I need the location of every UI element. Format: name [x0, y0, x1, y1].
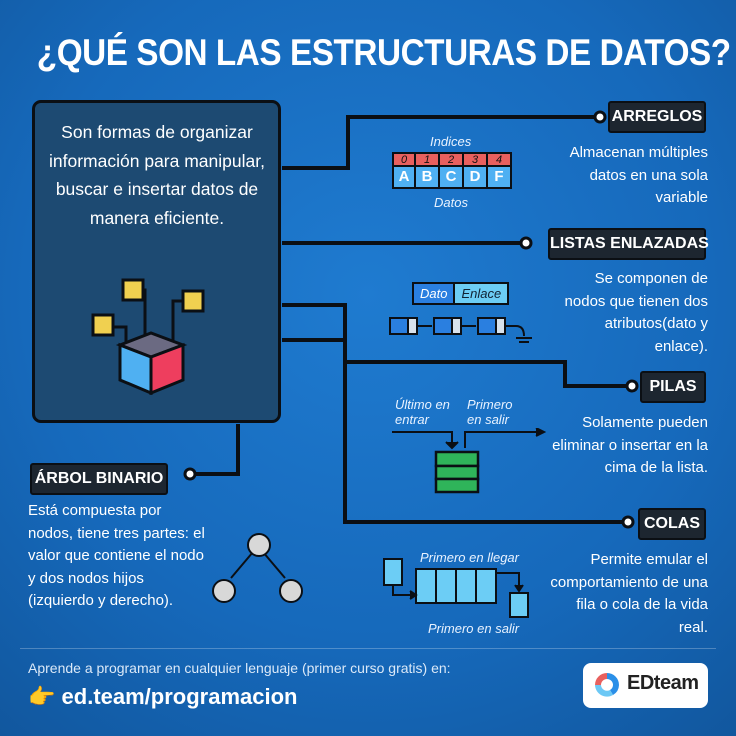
- line-arreglos: [282, 115, 600, 170]
- footer-link-row[interactable]: 👉 ed.team/programacion: [28, 684, 297, 710]
- stack-diagram: [392, 428, 547, 494]
- array-diagram: 0 1 2 3 4 A B C D F: [392, 152, 512, 189]
- dato-cell: Dato: [414, 284, 454, 303]
- pointing-hand-icon: 👉: [28, 684, 56, 709]
- listas-label: LISTAS ENLAZADAS: [548, 228, 709, 260]
- data-cell: D: [464, 167, 488, 189]
- index-cell: 4: [488, 152, 512, 167]
- page-title: ¿QUÉ SON LAS ESTRUCTURAS DE DATOS?: [36, 32, 731, 73]
- line-colas: [282, 338, 628, 524]
- index-cell: 0: [392, 152, 416, 167]
- footer-divider: [20, 648, 716, 649]
- footer-cta: Aprende a programar en cualquier lenguaj…: [28, 660, 451, 676]
- colas-desc: Permite emular el comportamiento de una …: [550, 551, 708, 636]
- queue-out-label: Primero en salir: [428, 621, 520, 636]
- data-cell: A: [392, 167, 416, 189]
- data-cell: C: [440, 167, 464, 189]
- stack-out-label: Primero en salir: [467, 397, 513, 427]
- arreglos-label: ARREGLOS: [608, 101, 706, 133]
- index-cell: 3: [464, 152, 488, 167]
- footer-link[interactable]: ed.team/programacion: [61, 684, 298, 709]
- edteam-logo-text: EDteam: [627, 672, 699, 694]
- binary-tree-icon: [212, 533, 303, 603]
- arbol-label: ÁRBOL BINARIO: [30, 463, 168, 495]
- enlace-cell: Enlace: [453, 284, 508, 303]
- line-arbol: [194, 424, 240, 476]
- listas-desc: Se componen de nodos que tienen dos atri…: [564, 270, 708, 355]
- pilas-desc: Solamente pueden eliminar o insertar en …: [552, 414, 708, 476]
- colas-label: COLAS: [638, 508, 706, 540]
- edteam-logo-icon: [595, 673, 619, 697]
- index-cell: 2: [440, 152, 464, 167]
- edteam-logo[interactable]: [583, 663, 708, 708]
- data-cell: B: [416, 167, 440, 189]
- arbol-desc: Está compuesta por nodos, tiene tres par…: [28, 502, 205, 609]
- data-structure-icon: [91, 278, 205, 395]
- stack-in-label: Último en entrar: [395, 397, 450, 427]
- queue-diagram: [383, 558, 529, 618]
- datos-label: Datos: [434, 195, 468, 210]
- pilas-label: PILAS: [640, 371, 706, 403]
- arreglos-desc: Almacenan múltiples datos en una sola va…: [569, 144, 708, 206]
- line-pilas: [282, 303, 632, 388]
- linked-list-diagram: [389, 317, 532, 343]
- node-legend: Dato Enlace: [412, 282, 510, 305]
- indices-label: Indices: [430, 134, 472, 149]
- intro-text: Son formas de organizar información para…: [49, 122, 265, 228]
- index-cell: 1: [416, 152, 440, 167]
- queue-in-label: Primero en llegar: [420, 550, 519, 565]
- data-cell: F: [488, 167, 512, 189]
